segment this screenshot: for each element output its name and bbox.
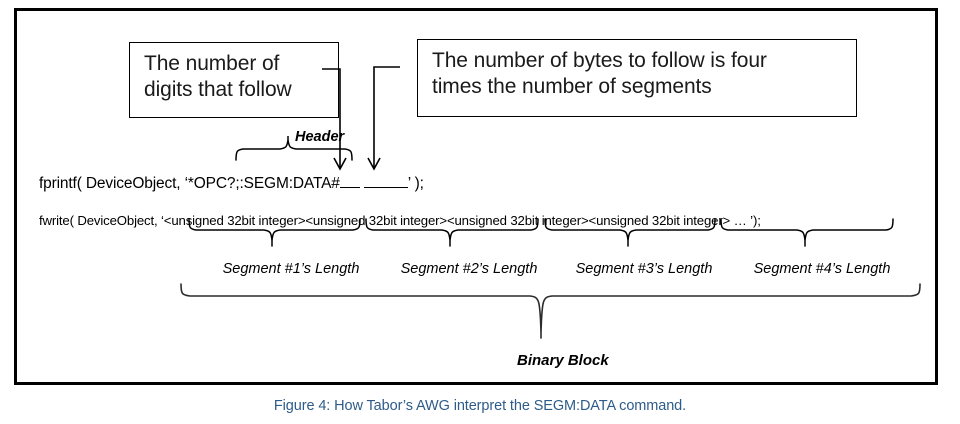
callout-box-bytes: The number of bytes to follow is four ti… <box>417 39 857 117</box>
callout-bytes-line1: The number of bytes to follow is four <box>432 49 767 72</box>
code-line-fprintf: fprintf( DeviceObject, ‘*OPC?;:SEGM:DATA… <box>39 175 424 193</box>
code-line-fwrite: fwrite( DeviceObject, ‘<unsigned 32bit i… <box>39 213 761 228</box>
label-segment-3: Segment #3’s Length <box>575 261 713 277</box>
callout-bytes-line2: times the number of segments <box>432 75 712 98</box>
fprintf-suffix-text: ’ ); <box>407 175 424 192</box>
label-segment-4: Segment #4’s Length <box>753 261 891 277</box>
label-binary-block: Binary Block <box>517 352 609 369</box>
fprintf-prefix-text: fprintf( DeviceObject, ‘*OPC?;:SEGM:DATA… <box>39 175 340 192</box>
callout-digits-line2: digits that follow <box>144 78 292 101</box>
label-header: Header <box>295 129 345 145</box>
callout-box-digits: The number of digits that follow <box>129 42 339 118</box>
figure-frame: The number of digits that follow The num… <box>14 8 938 385</box>
callout-digits-line1: The number of <box>144 52 280 75</box>
blank-field-byte-count <box>363 187 408 188</box>
figure-caption: Figure 4: How Tabor’s AWG interpret the … <box>273 398 687 414</box>
label-segment-2: Segment #2’s Length <box>400 261 538 277</box>
label-segment-1: Segment #1’s Length <box>222 261 360 277</box>
blank-field-digit-count <box>339 187 360 188</box>
